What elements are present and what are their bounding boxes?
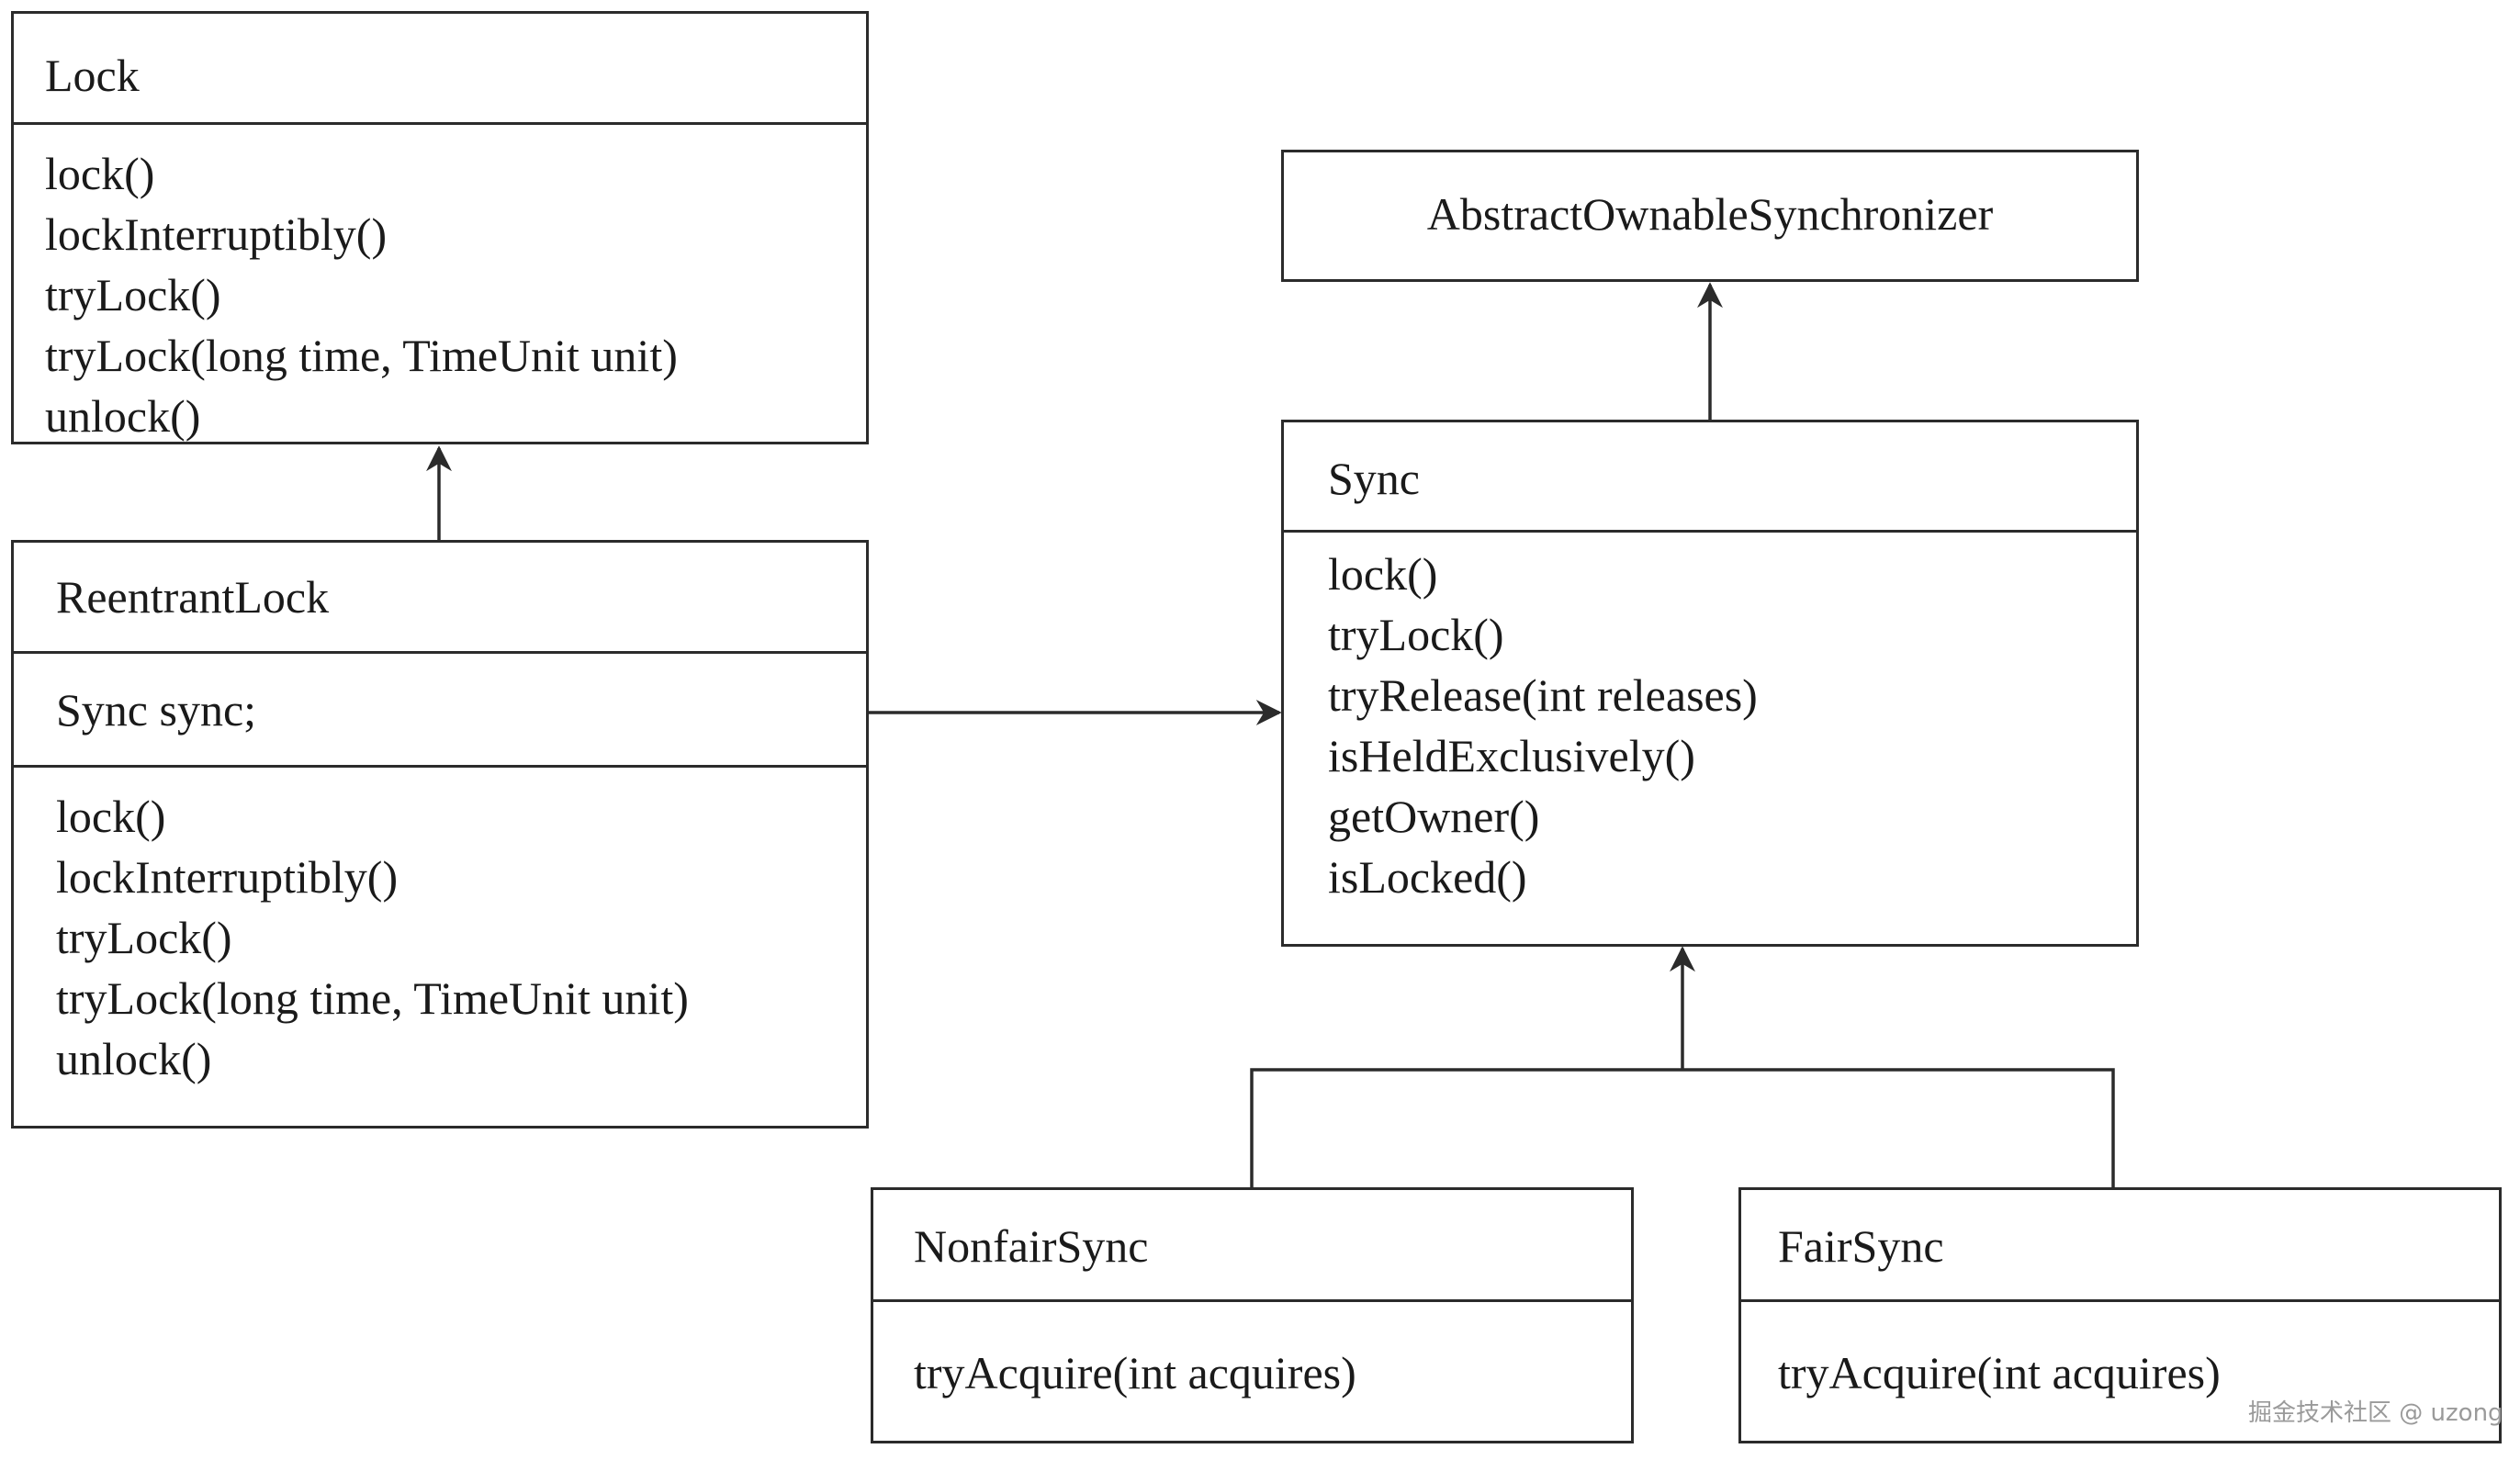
class-fair-sync-header: FairSync — [1741, 1190, 2499, 1299]
method: lock() — [1328, 548, 1438, 600]
method: lock() — [45, 148, 155, 199]
class-nonfair-sync-header: NonfairSync — [873, 1190, 1631, 1299]
class-lock-methods: lock() lockInterruptibly() tryLock() try… — [14, 122, 866, 442]
class-name: FairSync — [1778, 1220, 1944, 1272]
method: unlock() — [45, 390, 201, 442]
method: tryLock() — [1328, 609, 1504, 660]
watermark: 掘金技术社区 @ uzong — [2248, 1399, 2503, 1427]
method: tryLock() — [56, 912, 232, 963]
class-name: ReentrantLock — [56, 571, 330, 623]
method: tryLock() — [45, 269, 221, 320]
method: tryLock(long time, TimeUnit unit) — [45, 330, 678, 381]
class-lock-header: Lock — [14, 14, 866, 122]
class-fair-sync: FairSync tryAcquire(int acquires) — [1738, 1187, 2502, 1443]
method: isHeldExclusively() — [1328, 730, 1695, 781]
class-sync: Sync lock() tryLock() tryRelease(int rel… — [1281, 420, 2139, 947]
class-reentrant-lock: ReentrantLock Sync sync; lock() lockInte… — [11, 540, 869, 1129]
class-lock: Lock lock() lockInterruptibly() tryLock(… — [11, 11, 869, 444]
class-reentrant-lock-methods: lock() lockInterruptibly() tryLock() try… — [14, 765, 866, 1126]
class-name: Sync — [1328, 453, 1420, 504]
class-abstract-ownable-synchronizer: AbstractOwnableSynchronizer — [1281, 150, 2139, 282]
method: lockInterruptibly() — [56, 851, 399, 903]
class-reentrant-lock-header: ReentrantLock — [14, 543, 866, 651]
class-name: AbstractOwnableSynchronizer — [1426, 188, 1994, 240]
method: tryAcquire(int acquires) — [1778, 1347, 2221, 1398]
method: getOwner() — [1328, 791, 1540, 842]
class-fair-sync-methods: tryAcquire(int acquires) — [1741, 1299, 2499, 1441]
method: tryRelease(int releases) — [1328, 669, 1758, 721]
class-sync-methods: lock() tryLock() tryRelease(int releases… — [1284, 530, 2136, 944]
class-nonfair-sync-methods: tryAcquire(int acquires) — [873, 1299, 1631, 1441]
method: tryAcquire(int acquires) — [914, 1347, 1356, 1398]
method: tryLock(long time, TimeUnit unit) — [56, 972, 689, 1024]
method: unlock() — [56, 1033, 212, 1084]
method: isLocked() — [1328, 851, 1527, 903]
class-sync-header: Sync — [1284, 422, 2136, 530]
class-nonfair-sync: NonfairSync tryAcquire(int acquires) — [871, 1187, 1634, 1443]
class-name: Lock — [45, 50, 140, 101]
field: Sync sync; — [56, 684, 257, 736]
method: lockInterruptibly() — [45, 208, 388, 260]
method: lock() — [56, 791, 166, 842]
inheritance-branch — [1250, 1068, 2115, 1189]
class-reentrant-lock-fields: Sync sync; — [14, 651, 866, 765]
class-name: NonfairSync — [914, 1220, 1149, 1272]
